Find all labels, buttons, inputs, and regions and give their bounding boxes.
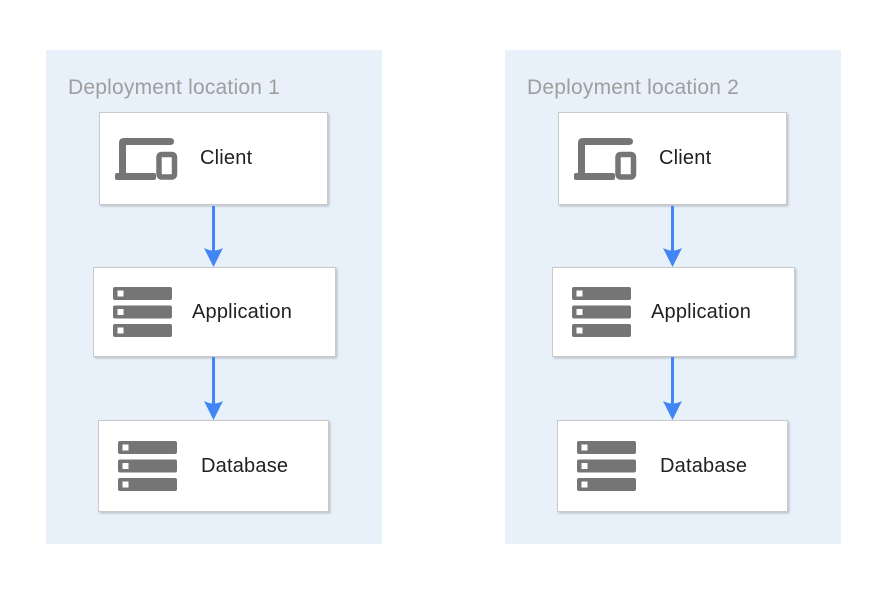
node-label: Client [659, 147, 712, 169]
node-label: Application [651, 300, 752, 323]
node-database: Database [98, 420, 329, 512]
node-database: Database [557, 420, 788, 512]
node-client: Client [558, 112, 787, 205]
server-stack-icon [577, 441, 636, 491]
server-stack-icon [113, 287, 172, 337]
node-label: Application [192, 300, 293, 323]
deployment-location-2-panel: Deployment location 2 Client [505, 50, 841, 544]
panel-title: Deployment location 1 [68, 76, 280, 99]
node-label: Database [201, 454, 289, 477]
panel-title: Deployment location 2 [527, 76, 739, 99]
server-stack-icon [572, 287, 631, 337]
arrow-application-to-database [203, 357, 224, 420]
node-label: Client [200, 147, 253, 169]
node-application: Application [552, 267, 795, 357]
arrow-application-to-database [662, 357, 683, 420]
server-stack-icon [118, 441, 177, 491]
devices-icon [115, 137, 178, 180]
node-label: Database [660, 454, 748, 477]
arrow-client-to-application [203, 206, 224, 267]
arrow-client-to-application [662, 206, 683, 267]
node-application: Application [93, 267, 336, 357]
deployment-location-1-panel: Deployment location 1 Client [46, 50, 382, 544]
devices-icon [574, 137, 637, 180]
node-client: Client [99, 112, 328, 205]
